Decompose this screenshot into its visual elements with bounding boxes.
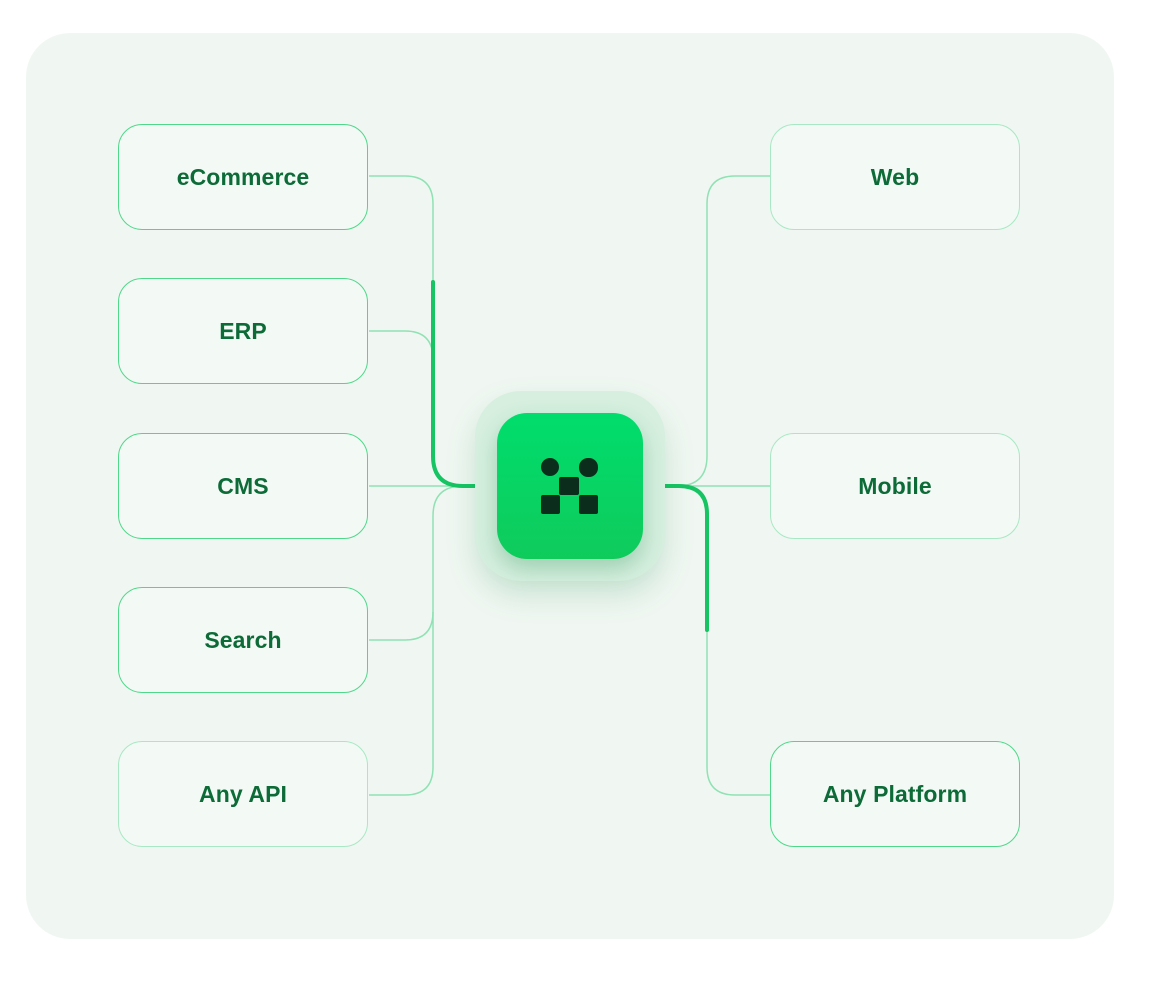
active-flow-out	[662, 484, 709, 632]
connector-erp	[369, 330, 434, 456]
destination-label: Any Platform	[822, 780, 968, 807]
source-label: CMS	[217, 472, 269, 499]
connector-search	[369, 485, 464, 641]
destination-node-mobile: Mobile	[770, 433, 1020, 539]
source-label: Search	[204, 626, 282, 653]
destination-label: Web	[870, 163, 920, 190]
active-flow-in	[431, 280, 480, 488]
integration-logo-icon	[541, 458, 598, 514]
source-node-erp: ERP	[118, 278, 368, 384]
hub-node	[497, 413, 643, 559]
source-node-any-api: Any API	[118, 741, 368, 847]
connector-web	[664, 175, 770, 487]
source-label: eCommerce	[176, 163, 310, 190]
connector-any-api	[369, 612, 434, 796]
source-node-search: Search	[118, 587, 368, 693]
source-node-cms: CMS	[118, 433, 368, 539]
connector-any-platform	[676, 485, 770, 796]
source-label: Any API	[198, 780, 288, 807]
destination-node-any-platform: Any Platform	[770, 741, 1020, 847]
source-label: ERP	[219, 317, 267, 344]
destination-node-web: Web	[770, 124, 1020, 230]
destination-label: Mobile	[858, 472, 932, 499]
source-node-ecommerce: eCommerce	[118, 124, 368, 230]
